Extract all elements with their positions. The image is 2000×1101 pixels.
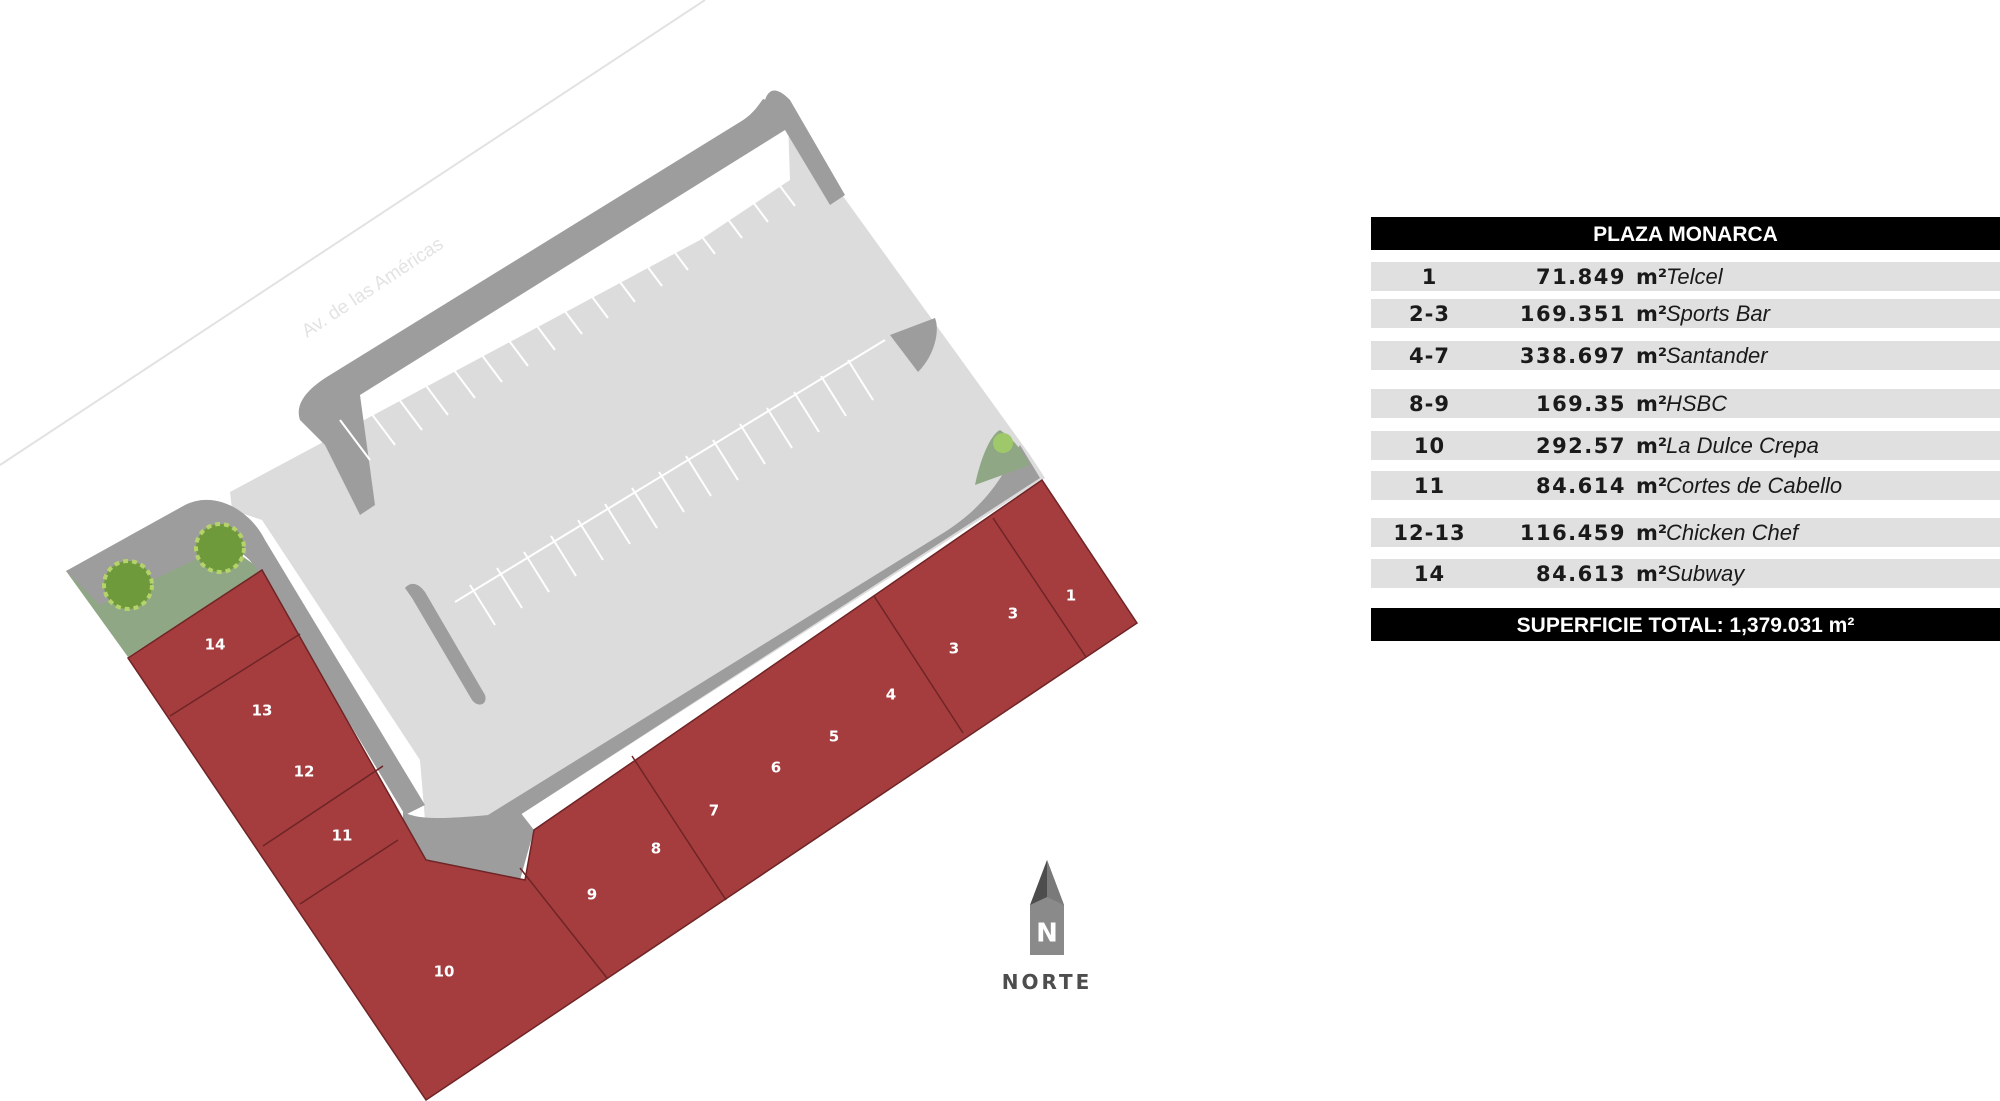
lot-number-label: 6 bbox=[771, 759, 781, 777]
parking-lot-area bbox=[230, 120, 1045, 820]
legend-lot: 1 bbox=[1421, 265, 1438, 289]
legend-area: 84.613 bbox=[1535, 562, 1626, 586]
legend-area: 116.459 bbox=[1519, 521, 1626, 545]
legend-unit: m² bbox=[1636, 474, 1668, 498]
lot-number-label: 3 bbox=[949, 640, 959, 658]
legend-unit: m² bbox=[1636, 344, 1668, 368]
north-arrow-letter: N bbox=[1036, 919, 1058, 949]
legend-unit: m² bbox=[1636, 265, 1668, 289]
legend-area: 84.614 bbox=[1535, 474, 1626, 498]
legend-unit: m² bbox=[1636, 434, 1668, 458]
lot-number-label: 8 bbox=[651, 840, 661, 858]
legend-lot: 2-3 bbox=[1409, 302, 1450, 326]
legend-row: 2-3 169.351 m² Sports Bar bbox=[1371, 299, 2000, 328]
legend-rows: 1 71.849 m² Telcel 2-3 169.351 m² Sports… bbox=[1371, 250, 2000, 636]
legend-area: 338.697 bbox=[1519, 344, 1626, 368]
legend-lot: 4-7 bbox=[1409, 344, 1450, 368]
legend-tenant: Telcel bbox=[1666, 264, 1723, 289]
legend-row: 12-13 116.459 m² Chicken Chef bbox=[1371, 518, 2000, 547]
north-label: NORTE bbox=[1001, 970, 1093, 994]
lot-number-label: 3 bbox=[1008, 605, 1018, 623]
parking-stripes bbox=[339, 165, 886, 626]
legend-unit: m² bbox=[1636, 392, 1668, 416]
legend-area: 169.35 bbox=[1535, 392, 1626, 416]
legend-area: 71.849 bbox=[1535, 265, 1626, 289]
lot-dividers bbox=[169, 517, 1087, 979]
legend-unit: m² bbox=[1636, 302, 1668, 326]
legend-row: 4-7 338.697 m² Santander bbox=[1371, 341, 2000, 370]
legend-row: 8-9 169.35 m² HSBC bbox=[1371, 389, 2000, 418]
legend-lot: 8-9 bbox=[1409, 392, 1450, 416]
legend-tenant: HSBC bbox=[1666, 391, 1728, 416]
tree-icon bbox=[194, 522, 246, 574]
legend-row: 14 84.613 m² Subway bbox=[1371, 559, 2000, 588]
legend-unit: m² bbox=[1636, 562, 1668, 586]
lot-number-label: 9 bbox=[587, 886, 597, 904]
lot-number-label: 12 bbox=[294, 763, 315, 781]
legend-lot: 11 bbox=[1413, 474, 1446, 498]
lot-number-label: 1 bbox=[1066, 587, 1076, 605]
lot-number-label: 4 bbox=[886, 686, 896, 704]
legend-area: 169.351 bbox=[1519, 302, 1626, 326]
lot-number-label: 14 bbox=[205, 636, 226, 654]
legend-row: 11 84.614 m² Cortes de Cabello bbox=[1371, 471, 2000, 500]
palm-icon bbox=[993, 433, 1013, 453]
legend-tenant: Chicken Chef bbox=[1666, 520, 1799, 545]
legend-row: 1 71.849 m² Telcel bbox=[1371, 262, 2000, 291]
legend-lot: 12-13 bbox=[1393, 521, 1466, 545]
legend-tenant: Santander bbox=[1666, 343, 1768, 368]
site-plan-map: Av. de las Américas bbox=[0, 0, 1139, 1101]
legend-title: PLAZA MONARCA bbox=[1371, 217, 2000, 250]
green-island bbox=[975, 430, 1030, 485]
lot-number-label: 7 bbox=[709, 802, 719, 820]
legend-tenant: Cortes de Cabello bbox=[1666, 473, 1843, 498]
legend-tenant: Subway bbox=[1666, 561, 1745, 586]
north-arrow-icon: N bbox=[1030, 860, 1064, 955]
lot-number-label: 5 bbox=[829, 728, 839, 746]
tree-icon bbox=[102, 559, 154, 611]
legend-area: 292.57 bbox=[1535, 434, 1626, 458]
legend-total: SUPERFICIE TOTAL: 1,379.031 m² bbox=[1371, 608, 2000, 641]
lots-area bbox=[126, 478, 1139, 1101]
legend-lot: 14 bbox=[1413, 562, 1446, 586]
lot-number-label: 11 bbox=[332, 827, 353, 845]
legend-row: 10 292.57 m² La Dulce Crepa bbox=[1371, 431, 2000, 460]
legend-tenant: La Dulce Crepa bbox=[1666, 433, 1819, 458]
legend-tenant: Sports Bar bbox=[1666, 301, 1770, 326]
legend-unit: m² bbox=[1636, 521, 1668, 545]
legend-lot: 10 bbox=[1413, 434, 1446, 458]
lot-number-label: 10 bbox=[434, 963, 455, 981]
street-edge-line bbox=[0, 0, 706, 466]
legend-table: PLAZA MONARCA 1 71.849 m² Telcel 2-3 169… bbox=[1371, 217, 2000, 641]
lot-number-label: 13 bbox=[252, 702, 273, 720]
